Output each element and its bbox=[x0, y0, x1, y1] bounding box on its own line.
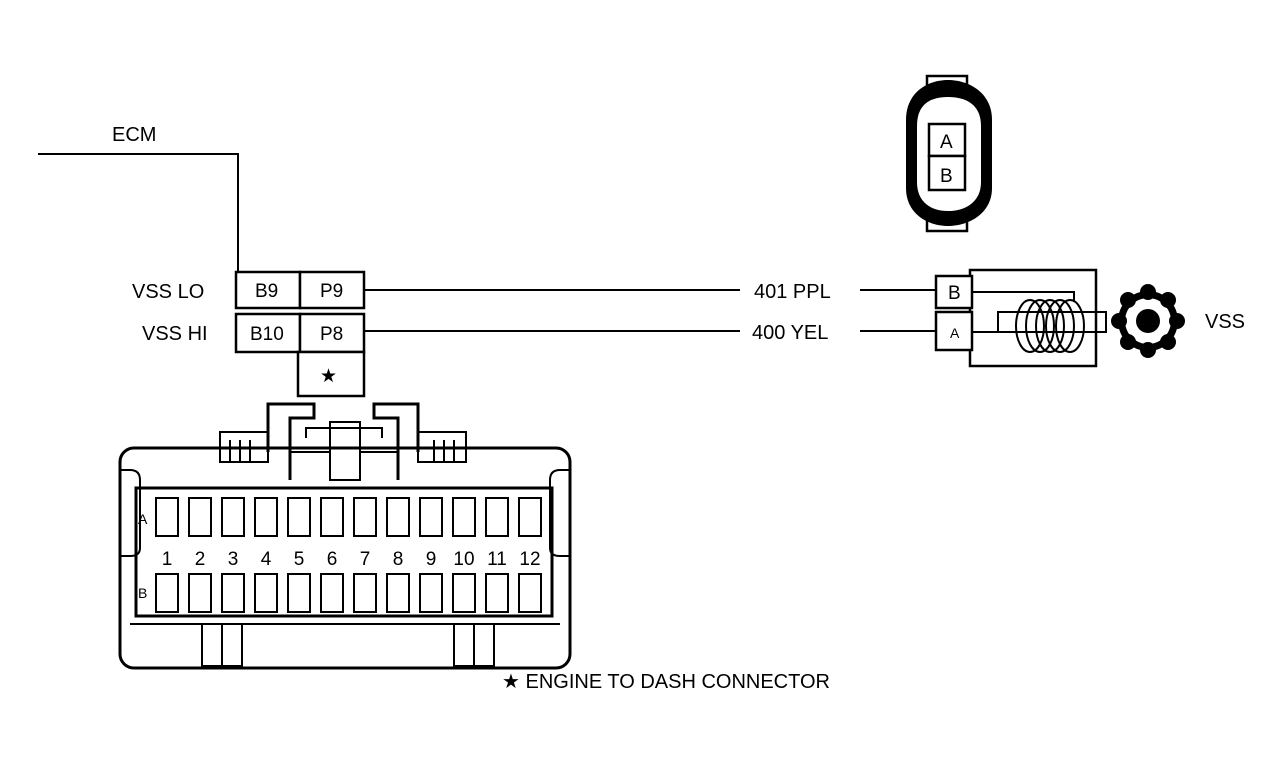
vss-sensor: B A bbox=[934, 268, 1107, 368]
pin-cavity-a-8 bbox=[386, 497, 410, 537]
wire-401-label: 401 PPL bbox=[754, 281, 831, 303]
pin-number-5: 5 bbox=[294, 549, 305, 570]
pin-cavity-a-3 bbox=[221, 497, 245, 537]
pin-cavity-a-2 bbox=[188, 497, 212, 537]
face-pin-a: A bbox=[940, 132, 953, 153]
pin-cavity-b-12 bbox=[518, 573, 542, 613]
pin-cavity-a-1 bbox=[155, 497, 179, 537]
sensor-pin-a: A bbox=[950, 325, 960, 341]
ecm-label: ECM bbox=[112, 124, 156, 146]
pin-cavity-b-10 bbox=[452, 573, 476, 613]
pin-cavities bbox=[155, 497, 542, 613]
pin-number-3: 3 bbox=[228, 549, 239, 570]
pin-number-2: 2 bbox=[195, 549, 206, 570]
star-cell: ★ bbox=[320, 366, 337, 387]
ecm-pin-b10: B10 bbox=[250, 324, 284, 345]
pin-cavity-a-4 bbox=[254, 497, 278, 537]
ecm-pin-grid: VSS LO VSS HI B9 P9 B10 P8 ★ bbox=[132, 270, 366, 398]
pin-cavity-b-2 bbox=[188, 573, 212, 613]
vss-hi-label: VSS HI bbox=[142, 323, 208, 345]
pin-number-6: 6 bbox=[327, 549, 338, 570]
pin-number-11: 11 bbox=[487, 549, 507, 570]
pin-number-1: 1 bbox=[162, 549, 173, 570]
pin-cavity-a-9 bbox=[419, 497, 443, 537]
pin-number-9: 9 bbox=[426, 549, 437, 570]
vss-label: VSS bbox=[1205, 311, 1245, 333]
pin-cavity-a-5 bbox=[287, 497, 311, 537]
ecm-pin-b9: B9 bbox=[255, 281, 278, 302]
ecm-harness: ECM bbox=[38, 124, 239, 272]
wires: 401 PPL 400 YEL bbox=[364, 281, 936, 344]
sensor-pin-b: B bbox=[948, 283, 961, 304]
sensor-connector-face: A B bbox=[906, 74, 992, 233]
pin-cavity-b-9 bbox=[419, 573, 443, 613]
pin-cavity-b-11 bbox=[485, 573, 509, 613]
pin-cavity-a-7 bbox=[353, 497, 377, 537]
wire-400-label: 400 YEL bbox=[752, 322, 828, 344]
conn-pin-p8: P8 bbox=[320, 324, 343, 345]
pin-cavity-b-3 bbox=[221, 573, 245, 613]
pin-number-4: 4 bbox=[261, 549, 272, 570]
pin-cavity-b-5 bbox=[287, 573, 311, 613]
pin-cavity-b-7 bbox=[353, 573, 377, 613]
pin-number-12: 12 bbox=[519, 549, 540, 570]
pin-number-8: 8 bbox=[393, 549, 404, 570]
row-a-label: A bbox=[138, 511, 148, 527]
pin-number-10: 10 bbox=[453, 549, 474, 570]
sensor-coil bbox=[1015, 299, 1085, 353]
pin-cavity-a-11 bbox=[485, 497, 509, 537]
pin-cavity-b-6 bbox=[320, 573, 344, 613]
pin-cavity-b-8 bbox=[386, 573, 410, 613]
pin-cavity-b-4 bbox=[254, 573, 278, 613]
conn-pin-p9: P9 bbox=[320, 281, 343, 302]
footnote: ★ ENGINE TO DASH CONNECTOR bbox=[502, 671, 830, 693]
pin-number-7: 7 bbox=[360, 549, 371, 570]
row-b-label: B bbox=[138, 585, 147, 601]
pin-cavity-a-6 bbox=[320, 497, 344, 537]
pin-cavity-b-1 bbox=[155, 573, 179, 613]
vss-lo-label: VSS LO bbox=[132, 281, 204, 303]
vss-gear-icon bbox=[1111, 284, 1185, 358]
face-pin-b: B bbox=[940, 166, 953, 187]
pin-cavity-a-12 bbox=[518, 497, 542, 537]
pin-cavity-a-10 bbox=[452, 497, 476, 537]
